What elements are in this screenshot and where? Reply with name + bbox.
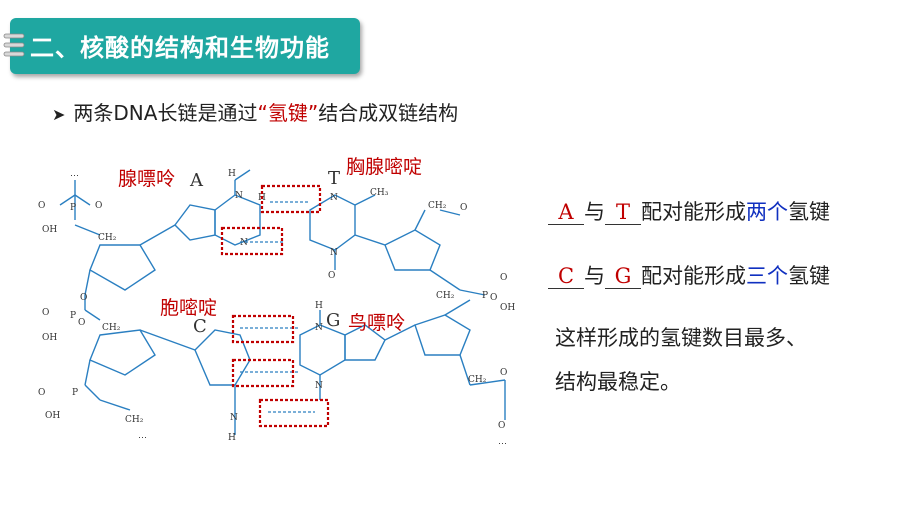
svg-text:P: P [482, 291, 488, 301]
svg-text:N: N [315, 323, 323, 333]
svg-text:O: O [95, 201, 102, 211]
svg-text:N: N [230, 413, 238, 423]
svg-text:H: H [228, 169, 236, 179]
svg-text:P: P [70, 203, 76, 213]
svg-text:O: O [500, 273, 507, 283]
svg-text:CH₂: CH₂ [102, 323, 121, 333]
label-adenine: 腺嘌呤 [118, 168, 176, 190]
svg-text:O: O [498, 421, 505, 431]
svg-text:CH₂: CH₂ [125, 415, 144, 425]
svg-text:OH: OH [45, 411, 60, 421]
svg-text:O: O [38, 201, 45, 211]
pair-text: 配对能形成 [641, 200, 746, 224]
blank-base-g: G [605, 264, 641, 289]
blank-base-c: C [548, 264, 584, 289]
svg-text:⋯: ⋯ [70, 171, 79, 181]
svg-text:H: H [315, 301, 323, 311]
svg-text:OH: OH [42, 333, 57, 343]
conclusion-line-1: 这样形成的氢键数目最多、 [555, 326, 807, 350]
pair-suffix: 氢键 [788, 264, 830, 288]
svg-text:CH₂: CH₂ [98, 233, 117, 243]
bullet-text-before: 两条DNA长链是通过 [73, 101, 258, 125]
svg-text:O: O [490, 293, 497, 303]
label-cytosine: 胞嘧啶 [160, 297, 218, 319]
svg-text:CH₂: CH₂ [468, 375, 487, 385]
svg-text:O: O [500, 368, 507, 378]
yu-connector: 与 [584, 200, 605, 224]
bullet-statement: ➤ 两条DNA长链是通过“氢键”结合成双链结构 [52, 97, 458, 126]
svg-text:N: N [235, 191, 243, 201]
svg-text:⋯: ⋯ [138, 433, 147, 443]
letter-g: G [326, 310, 341, 331]
svg-text:N: N [240, 238, 248, 248]
bond-count: 三个 [746, 264, 788, 288]
svg-text:O: O [460, 203, 467, 213]
yu-connector: 与 [584, 264, 605, 288]
pair-suffix: 氢键 [788, 200, 830, 224]
svg-text:N: N [315, 381, 323, 391]
bond-count: 两个 [746, 200, 788, 224]
label-thymine: 胸腺嘧啶 [346, 156, 423, 178]
svg-text:O: O [38, 388, 45, 398]
svg-text:O: O [42, 308, 49, 318]
letter-t: T [328, 168, 341, 189]
letter-a: A [190, 170, 203, 191]
bullet-highlight: “氢键” [257, 101, 319, 125]
svg-text:P: P [70, 311, 76, 321]
svg-text:CH₂: CH₂ [428, 201, 447, 211]
svg-text:CH₃: CH₃ [370, 188, 389, 198]
svg-text:OH: OH [500, 303, 515, 313]
letter-c: C [193, 316, 207, 337]
svg-text:OH: OH [42, 225, 57, 235]
svg-text:CH₂: CH₂ [436, 291, 455, 301]
pair-text: 配对能形成 [641, 264, 746, 288]
label-guanine: 鸟嘌呤 [348, 312, 406, 334]
svg-text:⋯: ⋯ [498, 439, 507, 449]
title-banner [10, 18, 360, 74]
svg-text:O: O [78, 318, 85, 328]
svg-text:P: P [72, 388, 78, 398]
blank-base-a: A [548, 200, 584, 225]
conclusion-line-2: 结构最稳定。 [555, 370, 681, 394]
page-title: 二、核酸的结构和生物功能 [30, 34, 330, 62]
bullet-text-after: 结合成双链结构 [318, 101, 459, 125]
svg-text:N: N [330, 248, 338, 258]
svg-text:O: O [80, 293, 87, 303]
svg-text:O: O [328, 271, 335, 281]
svg-text:H: H [228, 433, 236, 443]
blank-base-t: T [605, 200, 641, 225]
binder-rings-icon [3, 33, 25, 57]
svg-text:N: N [330, 193, 338, 203]
bullet-arrow-icon: ➤ [52, 105, 66, 124]
